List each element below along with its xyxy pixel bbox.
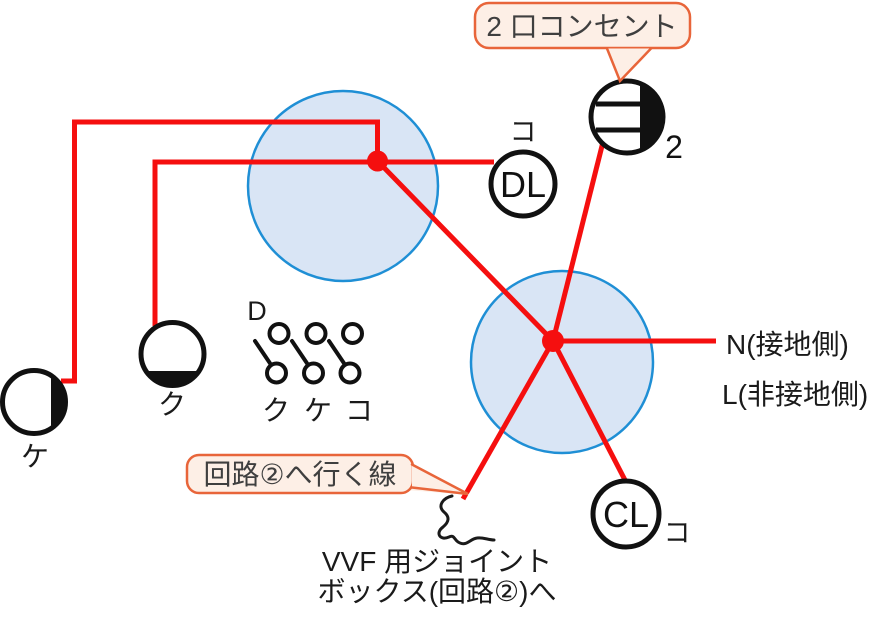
- contact-ko-icon: [327, 322, 364, 385]
- vvf-note-line2: ボックス(回路②)へ: [318, 576, 557, 607]
- junction-dot-2: [542, 330, 564, 352]
- outlet-count-label: 2: [665, 129, 683, 165]
- wires: [61, 119, 716, 501]
- vvf-note-line1: VVF 用ジョイント: [322, 546, 552, 577]
- downlight-switch-mark: コ: [510, 117, 537, 147]
- ceiling-light-symbol-icon: CL コ: [590, 478, 691, 550]
- junction-dot-1: [367, 150, 388, 172]
- lamp-ku-mark: ク: [158, 389, 186, 420]
- circuit2-callout: 回路②へ行く線: [185, 453, 470, 496]
- lamp-ke-symbol-icon: ケ: [0, 368, 68, 472]
- switch-contacts-icon: D ク ケ コ: [247, 296, 373, 426]
- contacts-row-ko: コ: [345, 395, 373, 426]
- wire-joint1-to-joint2: [375, 159, 555, 343]
- contacts-row-ku: ク: [262, 395, 290, 426]
- outlet-symbol-icon: 2: [588, 78, 683, 165]
- wire-break-squiggle: [437, 494, 496, 546]
- wire-joint2-to-ceiling-light: [550, 339, 629, 484]
- joint-box-left-region: [246, 89, 440, 283]
- wire-lamp-ke-to-joint1: [61, 119, 380, 384]
- ceiling-light-switch-mark: コ: [664, 518, 691, 548]
- circuit2-callout-text: 回路②へ行く線: [203, 459, 396, 490]
- neutral-side-label: N(接地側): [726, 329, 849, 360]
- lamp-ku-symbol-icon: ク: [138, 320, 207, 420]
- downlight-label: DL: [500, 164, 546, 205]
- contacts-row-ke: ケ: [304, 395, 332, 426]
- live-side-label: L(非接地側): [722, 379, 868, 410]
- downlight-symbol-icon: コ DL: [488, 117, 558, 219]
- outlet-callout: 2 口コンセント: [473, 1, 692, 84]
- outlet-callout-text: 2 口コンセント: [486, 11, 677, 42]
- wire-joint2-to-outlet: [550, 141, 606, 342]
- lamp-ke-mark: ケ: [21, 441, 49, 472]
- ceiling-light-label: CL: [603, 494, 649, 535]
- contact-ku-icon: [253, 322, 291, 385]
- contacts-tag: D: [247, 296, 267, 326]
- contact-ke-icon: [290, 322, 328, 385]
- wire-joint2-to-circuit2: [460, 339, 556, 501]
